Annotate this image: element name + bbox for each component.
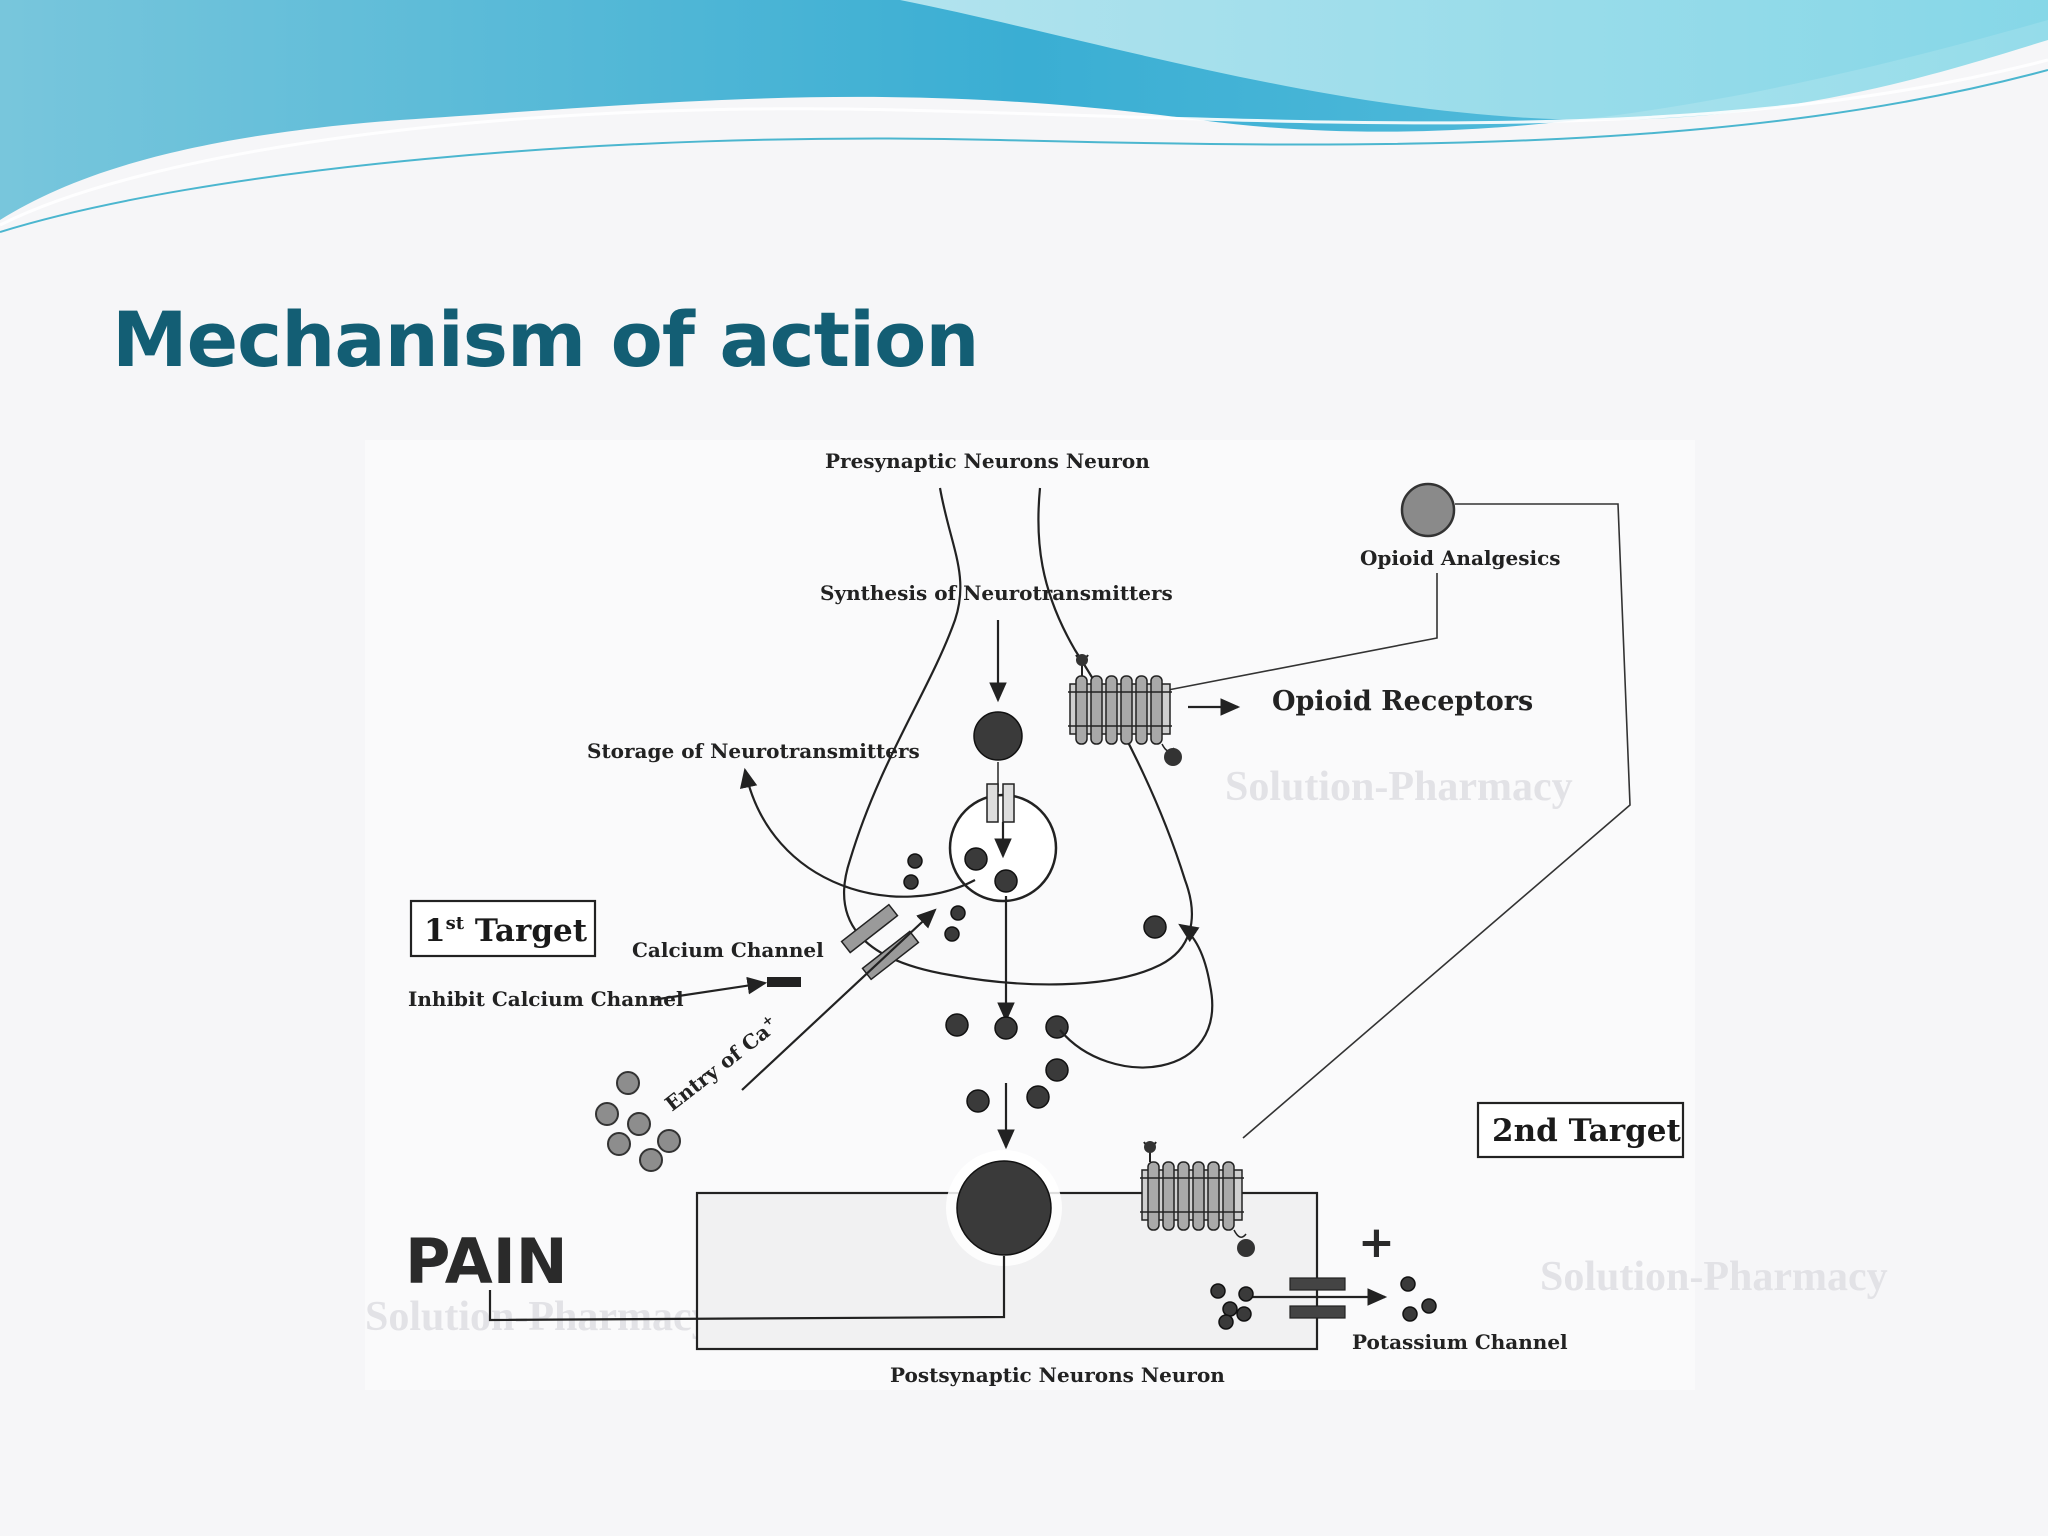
presynaptic-particle-1 xyxy=(907,853,923,869)
calcium-ion-6 xyxy=(639,1148,663,1172)
first-target-box xyxy=(409,899,597,958)
analgesic-to-receptor-line xyxy=(1167,573,1438,691)
calcium-ion-1 xyxy=(616,1071,640,1095)
presynaptic-particle-3 xyxy=(950,905,966,921)
header-wave-decoration xyxy=(0,0,2048,233)
vesicle-transporter-left xyxy=(986,783,999,823)
reuptake-arrow xyxy=(1059,923,1214,1069)
postsynaptic-receptor xyxy=(956,1160,1052,1256)
calcium-ion-2 xyxy=(595,1102,619,1126)
postsynaptic-label: Postsynaptic Neurons Neuron xyxy=(890,1363,1225,1387)
presynaptic-particle-2 xyxy=(903,874,919,890)
potassium-ion-in-2 xyxy=(1238,1286,1254,1302)
potassium-ion-in-3 xyxy=(1222,1301,1238,1317)
vesicle-transporter-right xyxy=(1002,783,1015,823)
opioid-analgesic-molecule xyxy=(1400,482,1456,538)
analgesic-to-postsynaptic-line xyxy=(1242,503,1631,1139)
cleft-transmitter-1 xyxy=(945,1013,969,1037)
calcium-ion-5 xyxy=(657,1129,681,1153)
postsynaptic-opioid-receptor xyxy=(1140,1141,1255,1257)
cleft-transmitter-2 xyxy=(994,1016,1018,1040)
calcium-channel-blocker xyxy=(767,977,801,987)
potassium-ion-out-3 xyxy=(1421,1298,1437,1314)
synthesis-label: Synthesis of Neurotransmitters xyxy=(820,581,1173,605)
second-target-box xyxy=(1476,1101,1685,1159)
pain-label: PAIN xyxy=(405,1225,568,1298)
cleft-transmitter-5 xyxy=(1026,1085,1050,1109)
potassium-ion-out-2 xyxy=(1402,1306,1418,1322)
watermark-2: Solution-Pharmacy xyxy=(1540,1254,1888,1300)
vesicle-transmitter-1 xyxy=(964,847,988,871)
watermark-1: Solution-Pharmacy xyxy=(1225,764,1573,810)
storage-arrow xyxy=(739,767,976,898)
potassium-ion-in-1 xyxy=(1210,1283,1226,1299)
first-target-label: 1st Target xyxy=(424,913,588,949)
synthesized-neurotransmitter xyxy=(973,711,1023,761)
opioid-analgesics-label: Opioid Analgesics xyxy=(1360,546,1561,570)
plus-symbol: + xyxy=(1358,1217,1395,1268)
cleft-transmitter-4 xyxy=(1045,1058,1069,1082)
presynaptic-opioid-receptor xyxy=(1068,654,1182,766)
watermark-3: Solution-Pharmacy xyxy=(365,1294,713,1340)
cleft-transmitter-6 xyxy=(966,1089,990,1113)
vesicle-transmitter-2 xyxy=(994,869,1018,893)
presynaptic-particle-4 xyxy=(944,926,960,942)
calcium-channel xyxy=(840,903,920,981)
potassium-ion-out-1 xyxy=(1400,1276,1416,1292)
reuptake-transmitter xyxy=(1143,915,1167,939)
calcium-entry-arrow xyxy=(741,908,937,1091)
slide-title: Mechanism of action xyxy=(112,295,979,384)
calcium-channel-label: Calcium Channel xyxy=(632,938,824,962)
potassium-ion-in-4 xyxy=(1236,1306,1252,1322)
potassium-channel-top xyxy=(1289,1277,1346,1291)
second-target-label: 2nd Target xyxy=(1492,1113,1681,1149)
calcium-ion-3 xyxy=(627,1112,651,1136)
potassium-ion-in-5 xyxy=(1218,1314,1234,1330)
signal-to-pain-line xyxy=(488,1256,1006,1322)
presynaptic-label: Presynaptic Neurons Neuron xyxy=(825,449,1150,473)
potassium-channel-label: Potassium Channel xyxy=(1352,1330,1568,1354)
inhibit-calcium-arrow xyxy=(651,976,768,1002)
potassium-channel-bottom xyxy=(1289,1305,1346,1319)
inhibit-calcium-label: Inhibit Calcium Channel xyxy=(408,987,684,1011)
storage-label: Storage of Neurotransmitters xyxy=(587,739,920,763)
calcium-ion-4 xyxy=(607,1132,631,1156)
opioid-receptors-label: Opioid Receptors xyxy=(1272,686,1533,717)
